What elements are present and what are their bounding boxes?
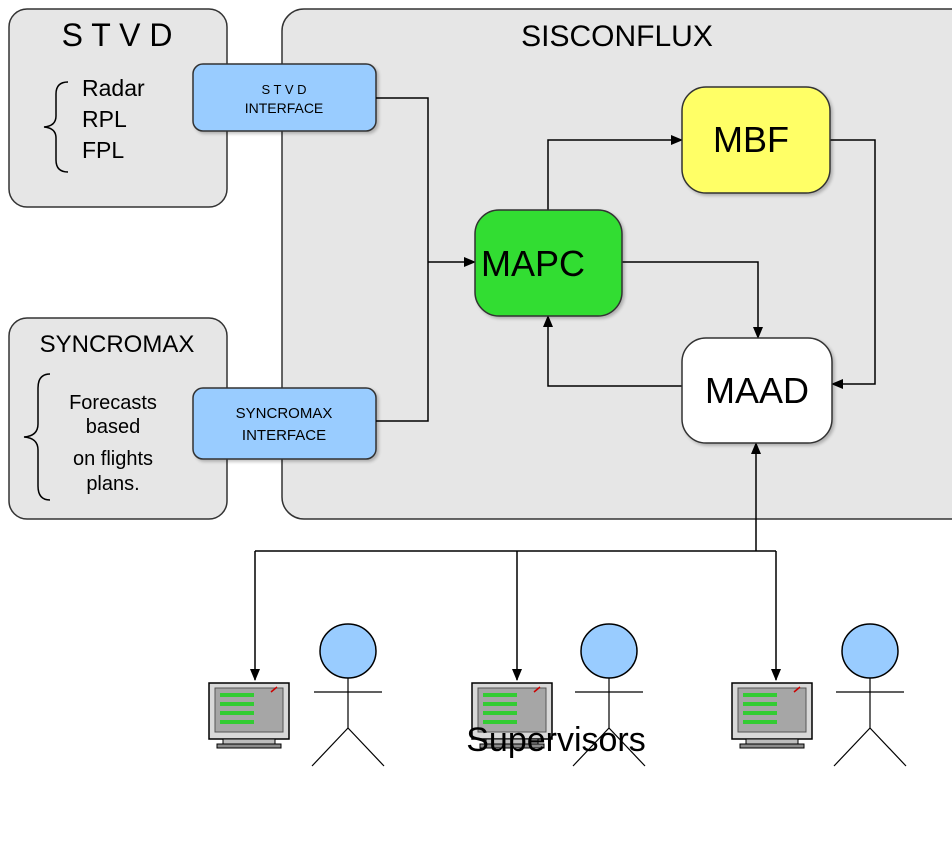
stvd-interface-label: S T V D [261, 82, 306, 97]
person-icon [572, 623, 646, 767]
mapc-module [474, 209, 623, 317]
person-icon [833, 623, 907, 767]
supervisor-station [208, 623, 385, 767]
supervisor-station [731, 623, 907, 767]
stvd-interface-label: INTERFACE [245, 100, 324, 116]
syncromax-desc-line: based [86, 416, 141, 438]
maad-label: MAAD [705, 370, 809, 411]
arrow-icon [830, 139, 876, 389]
syncromax-interface-label: INTERFACE [242, 427, 326, 444]
syncromax-interface-label: SYNCROMAX [236, 405, 333, 422]
arrow-icon [622, 261, 763, 339]
workstation-icon [731, 682, 813, 749]
sisconflux-title: SISCONFLUX [521, 20, 713, 53]
stvd-source-rpl: RPL [82, 106, 127, 132]
person-icon [311, 623, 385, 767]
arrow-icon [547, 135, 683, 210]
maad-module [681, 337, 833, 444]
mbf-module [681, 86, 831, 194]
syncromax-desc-line: Forecasts [69, 392, 157, 414]
brace-icon [43, 81, 69, 173]
caption-supervisors: Supervisors [466, 721, 646, 759]
stvd-interface-box [192, 63, 377, 132]
stvd-title: S T V D [62, 17, 173, 53]
workstation-icon [471, 682, 553, 749]
syncromax-desc-line: on flights [73, 448, 153, 470]
stvd-source-fpl: FPL [82, 137, 124, 163]
mbf-label: MBF [713, 119, 789, 160]
syncromax-desc-line: plans. [86, 473, 139, 495]
supervisor-station [471, 623, 646, 767]
brace-icon [23, 373, 51, 501]
syncromax-interface-box [192, 387, 377, 460]
syncromax-interface-connector [376, 262, 429, 422]
syncromax-title: SYNCROMAX [40, 331, 195, 358]
stvd-source-radar: Radar [82, 75, 145, 101]
stvd-interface-connector [376, 97, 429, 262]
workstation-icon [208, 682, 290, 749]
arrow-icon [543, 315, 682, 387]
mapc-label: MAPC [481, 243, 585, 284]
